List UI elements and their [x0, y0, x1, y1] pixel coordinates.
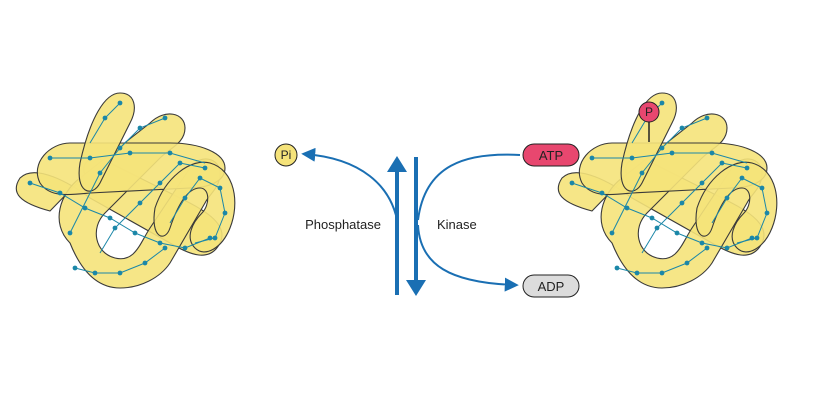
adp-label: ADP	[538, 279, 565, 294]
kinase-curve-from-atp	[417, 153, 521, 221]
kinase-label: Kinase	[437, 217, 477, 232]
phospho-label: P	[645, 105, 653, 119]
phosphatase-label: Phosphatase	[305, 217, 381, 232]
phosphatase-up-arrow-head	[387, 156, 407, 172]
pi-label: Pi	[281, 148, 292, 162]
kinase-down-arrow-head	[406, 280, 426, 296]
atp-pill	[522, 143, 580, 167]
kinase-curve-to-adp	[417, 224, 519, 292]
atp-label: ATP	[539, 148, 563, 163]
phosphorylated-protein-icon	[557, 92, 778, 289]
phosphatase-curve-arrow	[301, 147, 399, 226]
folded-protein-icon	[15, 92, 236, 289]
adp-pill	[522, 274, 580, 298]
pi-circle	[274, 143, 298, 167]
phospho-circle	[638, 101, 660, 123]
